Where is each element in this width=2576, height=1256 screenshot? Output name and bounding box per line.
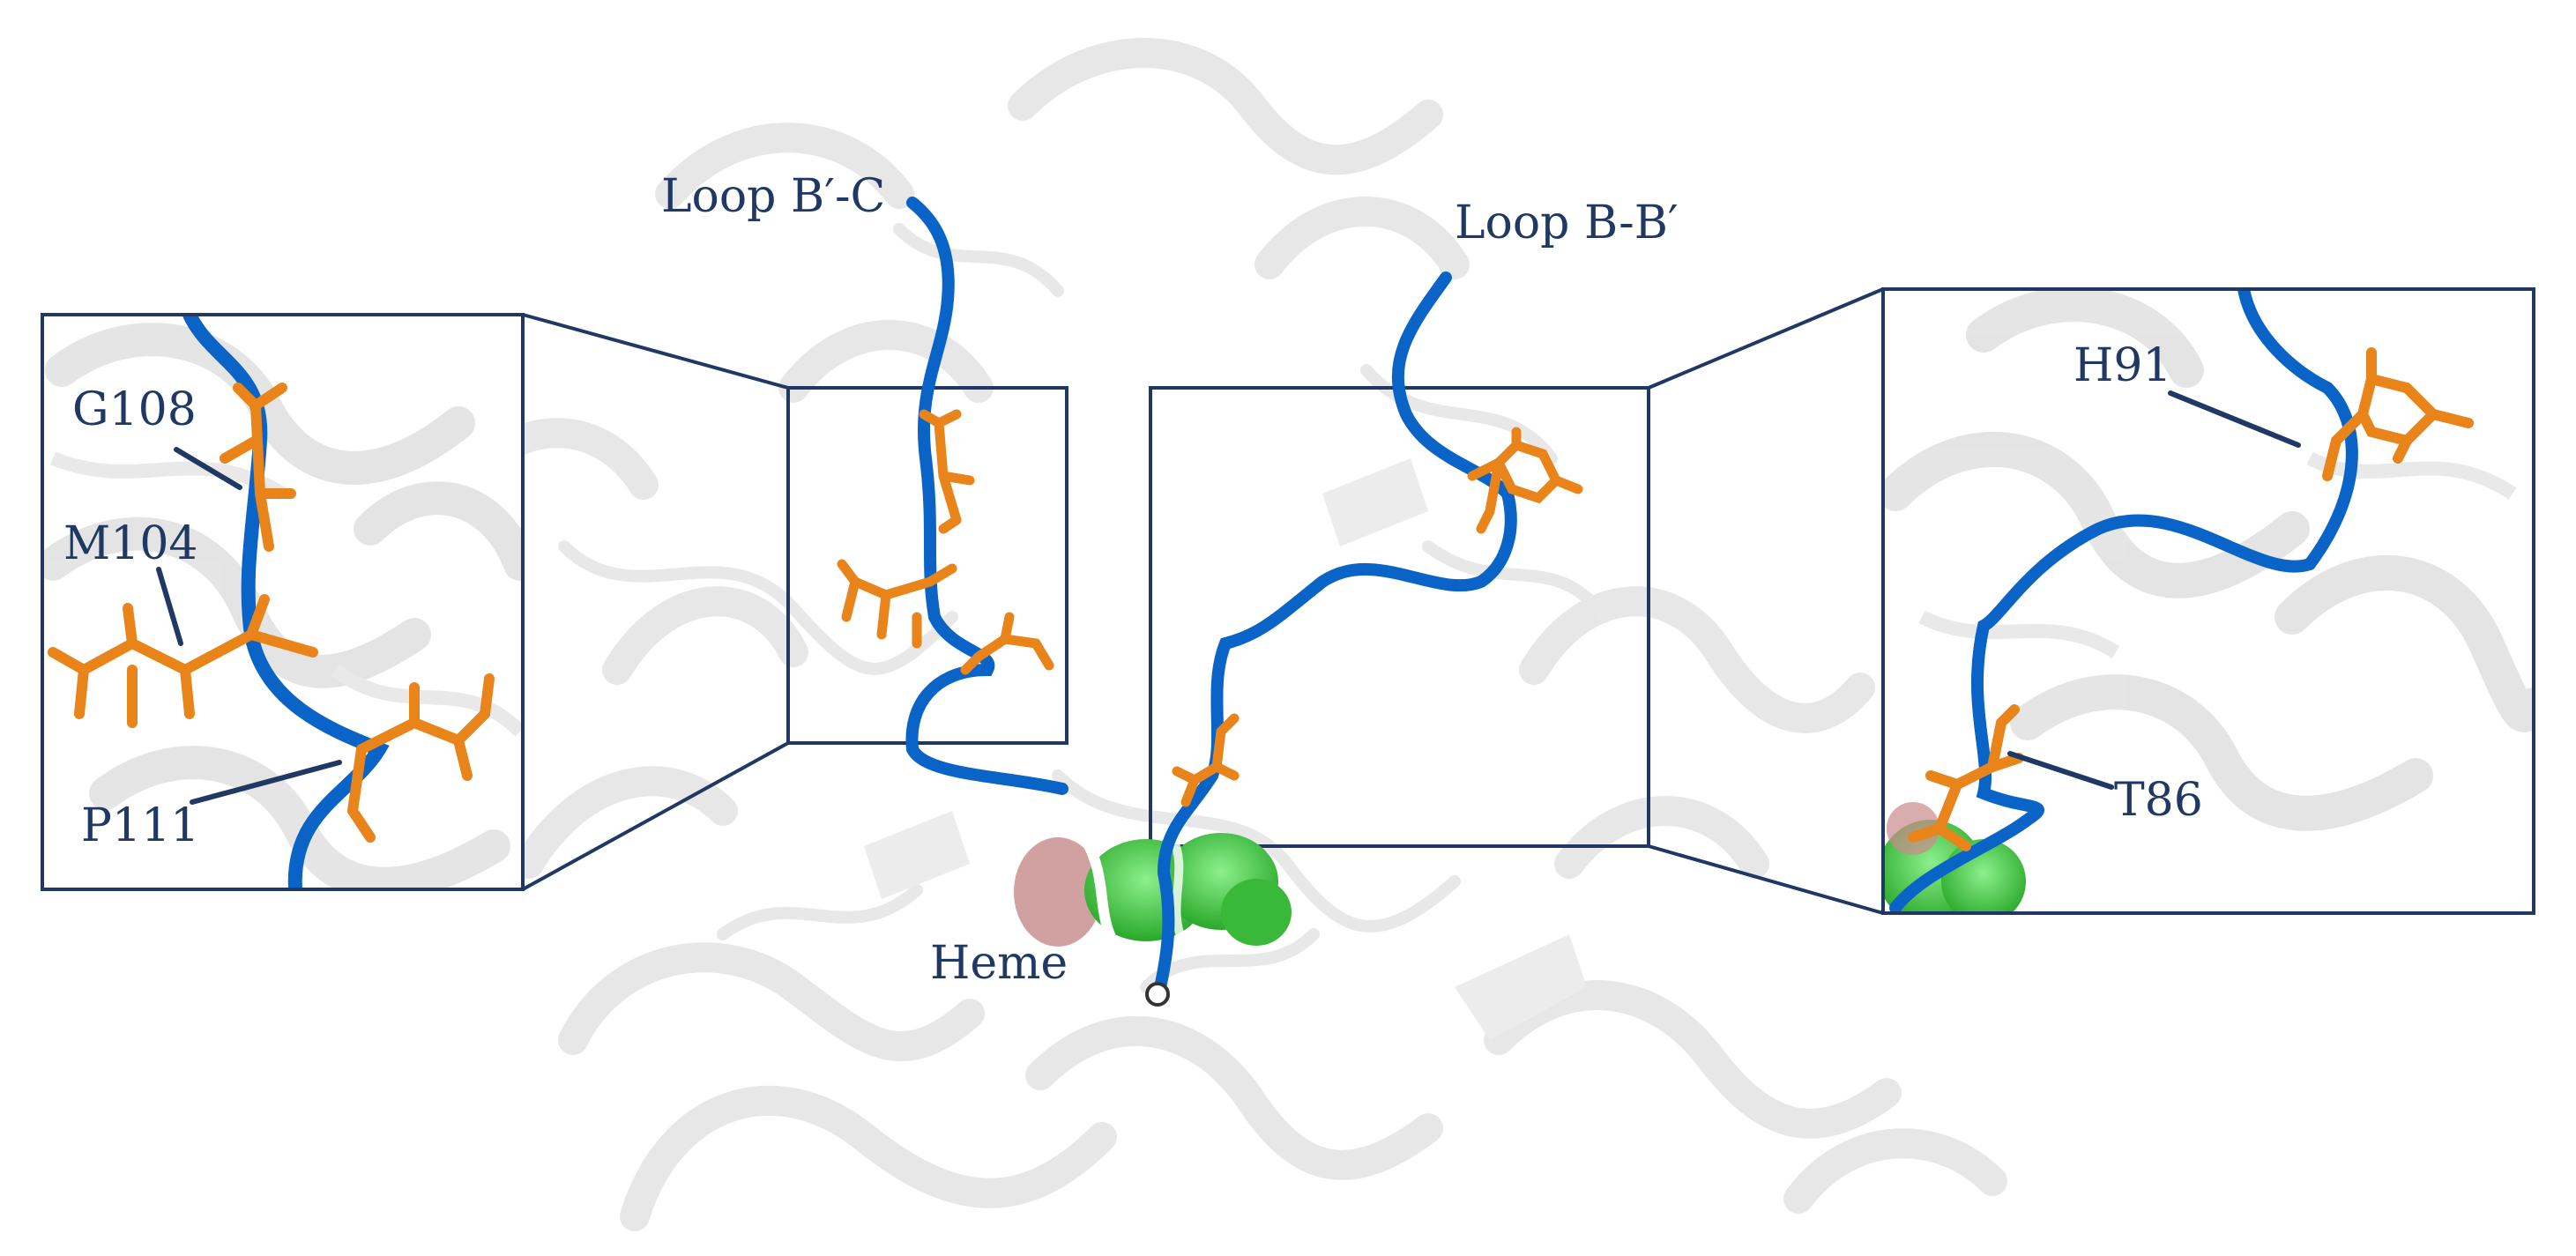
left-inset-residues	[48, 383, 495, 843]
right-inset	[1881, 287, 2535, 915]
p111-label: P111	[81, 799, 199, 852]
loop-terminus-marker	[1145, 982, 1170, 1007]
heme-label: Heme	[930, 937, 1068, 990]
loop-bp-c-trace	[905, 197, 1068, 795]
label-leader-lines	[156, 390, 2301, 805]
right-inset-loop-trace	[1889, 289, 2358, 913]
loop-bp-c-label: Loop B′-C	[661, 170, 885, 223]
zoom-connectors	[522, 287, 1884, 915]
right-inset-residues	[1908, 347, 2474, 851]
g108-label: G108	[72, 383, 197, 436]
loop-b-bp-label: Loop B-B′	[1455, 197, 1679, 249]
h91-label: H91	[2073, 339, 2172, 392]
main-residues	[837, 409, 1583, 807]
protein-background	[443, 38, 2007, 1231]
loop-b-bp-trace	[1153, 271, 1517, 998]
left-inset-frame	[41, 313, 525, 891]
left-inset	[41, 313, 525, 891]
m104-label: M104	[63, 517, 198, 570]
right-inset-frame	[1881, 287, 2535, 915]
heme-molecule	[1014, 833, 1292, 955]
t86-label: T86	[2114, 774, 2203, 827]
